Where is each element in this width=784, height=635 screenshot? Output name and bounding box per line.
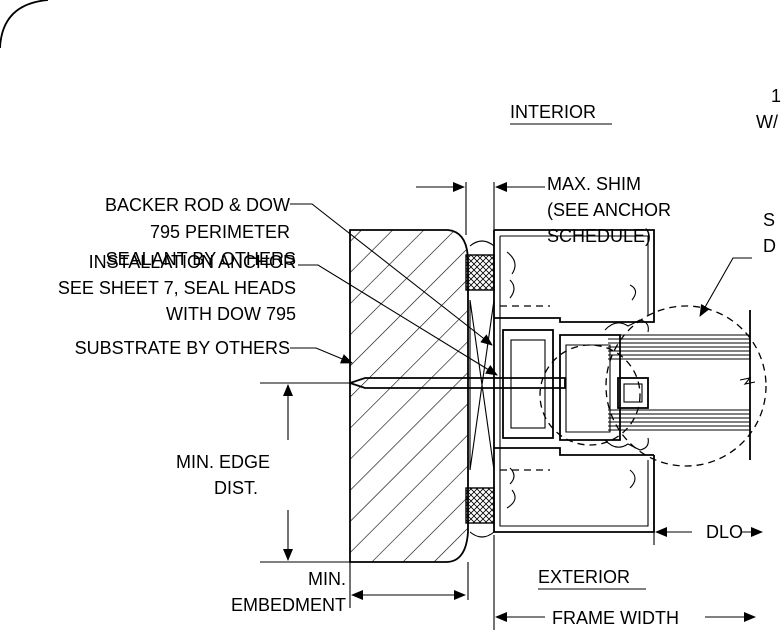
- min-edge-label-2: DIST.: [214, 478, 258, 498]
- anchor-label-3: WITH DOW 795: [166, 304, 296, 324]
- substrate-block: [349, 229, 469, 563]
- backer-rod-label-2: 795 PERIMETER: [150, 222, 290, 242]
- min-edge-label-1: MIN. EDGE: [176, 452, 270, 472]
- substrate-leader: [290, 347, 353, 364]
- frame-width-label: FRAME WIDTH: [552, 608, 679, 628]
- cut-off-label-right-2: D: [763, 236, 776, 256]
- anchor-leader: [298, 264, 498, 376]
- anchor-label-2: SEE SHEET 7, SEAL HEADS: [58, 278, 296, 298]
- max-shim-label-3: SCHEDULE): [547, 226, 651, 246]
- max-shim-label-2: (SEE ANCHOR: [547, 200, 671, 220]
- cut-off-label-top-1: 1: [771, 86, 781, 106]
- sealant-top: [465, 254, 495, 291]
- glazing-unit: [604, 310, 756, 460]
- exterior-label: EXTERIOR: [538, 567, 630, 587]
- backer-rod-label-3: SEALANT BY OTHERS: [106, 249, 296, 269]
- min-embed-label-1: MIN.: [308, 569, 346, 589]
- substrate-label: SUBSTRATE BY OTHERS: [75, 338, 290, 358]
- window-frame: [493, 229, 655, 533]
- backer-rod-leader: [290, 203, 493, 346]
- shim-space: [469, 299, 495, 471]
- sealant-right-leader: [699, 257, 752, 317]
- detail-circle-large: [605, 305, 767, 467]
- max-shim-label-1: MAX. SHIM: [547, 174, 641, 194]
- installation-anchor: [347, 377, 566, 389]
- detail-circle-small: [539, 344, 641, 446]
- interior-label: INTERIOR: [510, 102, 596, 122]
- cut-off-label-right-1: S: [763, 210, 775, 230]
- anchor-label-1: INSTALLATION ANCHOR: [89, 252, 296, 272]
- sealant-bottom: [465, 487, 495, 524]
- dlo-label: DLO: [706, 522, 743, 542]
- min-embed-label-2: EMBEDMENT: [231, 595, 346, 615]
- backer-rod-label-1: BACKER ROD & DOW: [105, 195, 290, 215]
- cut-off-label-top-2: W/: [756, 112, 778, 132]
- sheet-border: [0, 0, 49, 49]
